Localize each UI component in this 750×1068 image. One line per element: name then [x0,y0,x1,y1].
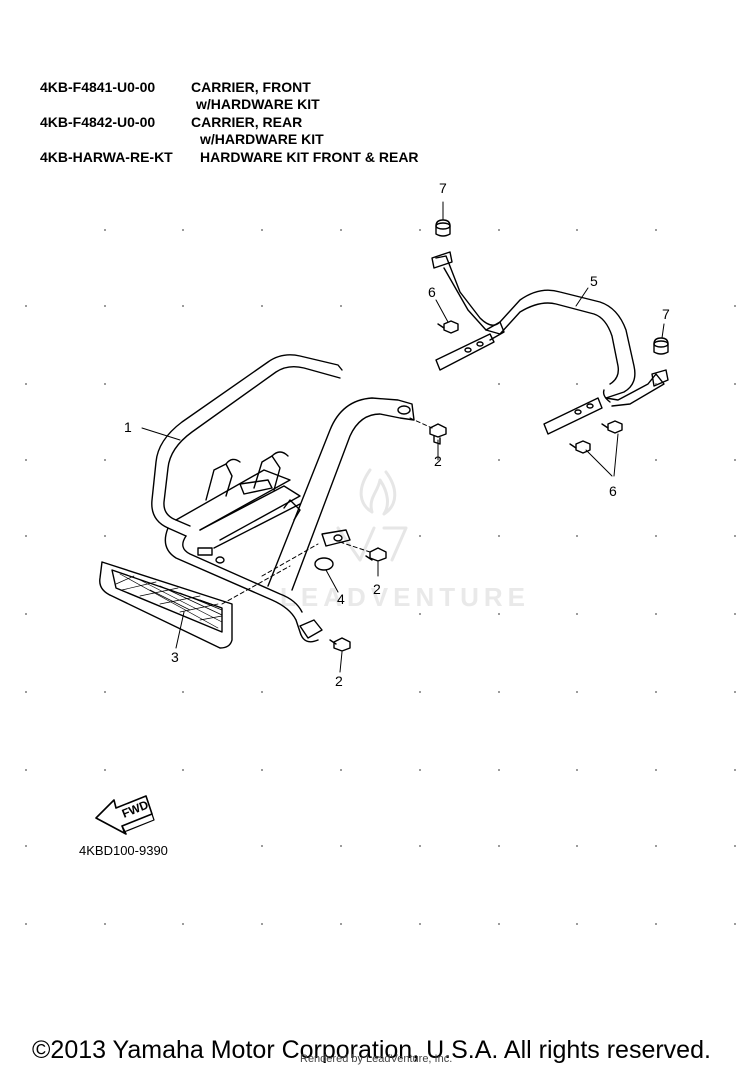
flange-bolt-lower [329,637,351,652]
part-description-front: CARRIER, FRONT [191,79,311,95]
part-number-front: 4KB-F4841-U0-00 [40,79,156,95]
rear-bolt-right-upper [601,420,623,434]
diagram-reference: 4KBD100-9390 [79,843,168,858]
rendered-by: Rendered by LeadVenture, Inc. [300,1053,453,1065]
grid-dots [25,229,736,925]
washer [314,557,334,571]
leader-lines [141,201,665,673]
front-carrier-frame [151,354,415,643]
callout-6-right: 6 [609,483,617,499]
part-description-rear: CARRIER, REAR [191,114,303,130]
part-sub-front: w/HARDWARE KIT [196,96,320,112]
part-number-kit: 4KB-HARWA-RE-KT [40,149,173,165]
callout-2-upper: 2 [434,453,442,469]
callout-2-lower: 2 [335,673,343,689]
watermark: LEADVENTURE [280,582,531,612]
watermark-logo [336,468,408,562]
rear-bolt-right-lower [569,440,591,454]
part-description-kit: HARDWARE KIT FRONT & REAR [200,149,419,165]
flange-bolt-upper [429,423,447,445]
part-sub-rear: w/HARDWARE KIT [200,131,324,147]
callout-7-left: 7 [439,180,447,196]
callout-4: 4 [337,591,345,607]
rear-carrier-frame [431,251,669,435]
copyright-notice: ©2013 Yamaha Motor Corporation, U.S.A. A… [32,1036,711,1064]
fwd-label: FWD [120,797,151,820]
callout-6-left: 6 [428,284,436,300]
callout-2-middle: 2 [373,581,381,597]
rubber-cap-right [653,337,669,355]
fwd-arrow-icon [95,795,155,835]
flange-bolt-middle [365,547,387,562]
callout-5: 5 [590,273,598,289]
callout-3: 3 [171,649,179,665]
rear-bolt-left [437,320,459,334]
part-number-rear: 4KB-F4842-U0-00 [40,114,156,130]
front-grille-panel [99,561,233,649]
callout-1: 1 [124,419,132,435]
callout-7-right: 7 [662,306,670,322]
rubber-cap-left [435,219,451,237]
